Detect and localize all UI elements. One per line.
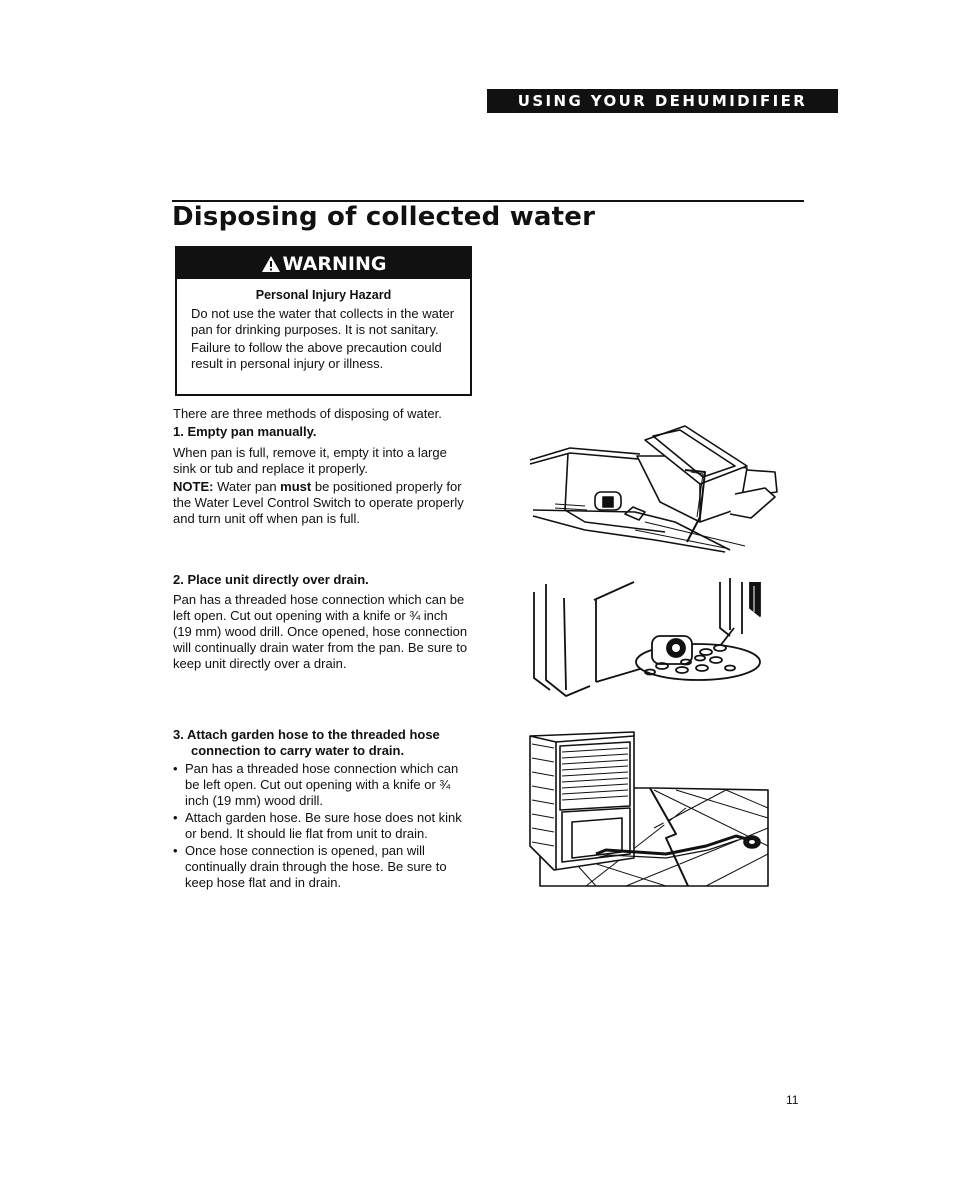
page-number: 11 [786, 1093, 799, 1107]
title-rule [172, 200, 804, 202]
garden-hose-illustration [529, 731, 769, 887]
step-1-heading: 1. Empty pan manually. [173, 424, 317, 439]
section-banner: USING YOUR DEHUMIDIFIER [487, 89, 838, 113]
intro-text: There are three methods of disposing of … [173, 406, 442, 421]
warning-line: Do not use the water that collects in th… [191, 306, 455, 337]
list-item: Once hose connection is opened, pan will… [173, 843, 473, 891]
warning-header: WARNING [177, 248, 470, 279]
note-label: NOTE: [173, 479, 214, 494]
note-emphasis: must [280, 479, 312, 494]
warning-line: Failure to follow the above precaution c… [191, 340, 442, 371]
floor-drain-illustration [533, 578, 761, 697]
warning-triangle-icon [261, 255, 280, 272]
step-3-bullets: Pan has a threaded hose connection which… [173, 761, 473, 891]
note-text-a: Water pan [213, 479, 281, 494]
step-2-paragraph: Pan has a threaded hose connection which… [173, 592, 468, 671]
step-3-heading: 3. Attach garden hose to the threaded ho… [173, 727, 440, 758]
list-item: Pan has a threaded hose connection which… [173, 761, 473, 809]
warning-box: WARNING Personal Injury Hazard Do not us… [175, 246, 472, 396]
warning-text: Do not use the water that collects in th… [191, 306, 456, 372]
step-1-paragraph: When pan is full, remove it, empty it in… [173, 445, 447, 476]
step-3: 3. Attach garden hose to the threaded ho… [173, 727, 473, 892]
list-item: Attach garden hose. Be sure hose does no… [173, 810, 473, 842]
step-1: 1. Empty pan manually. When pan is full,… [173, 424, 473, 527]
warning-subheading: Personal Injury Hazard [255, 288, 392, 302]
step-2-heading: 2. Place unit directly over drain. [173, 572, 369, 587]
step-1-note: NOTE: Water pan must be positioned prope… [173, 479, 473, 527]
empty-pan-illustration [529, 425, 778, 553]
step-2: 2. Place unit directly over drain. Pan h… [173, 572, 468, 672]
note-text-b: be positioned properly for the Water Lev… [173, 479, 464, 526]
page-title: Disposing of collected water [172, 202, 596, 232]
warning-heading: WARNING [282, 252, 387, 275]
